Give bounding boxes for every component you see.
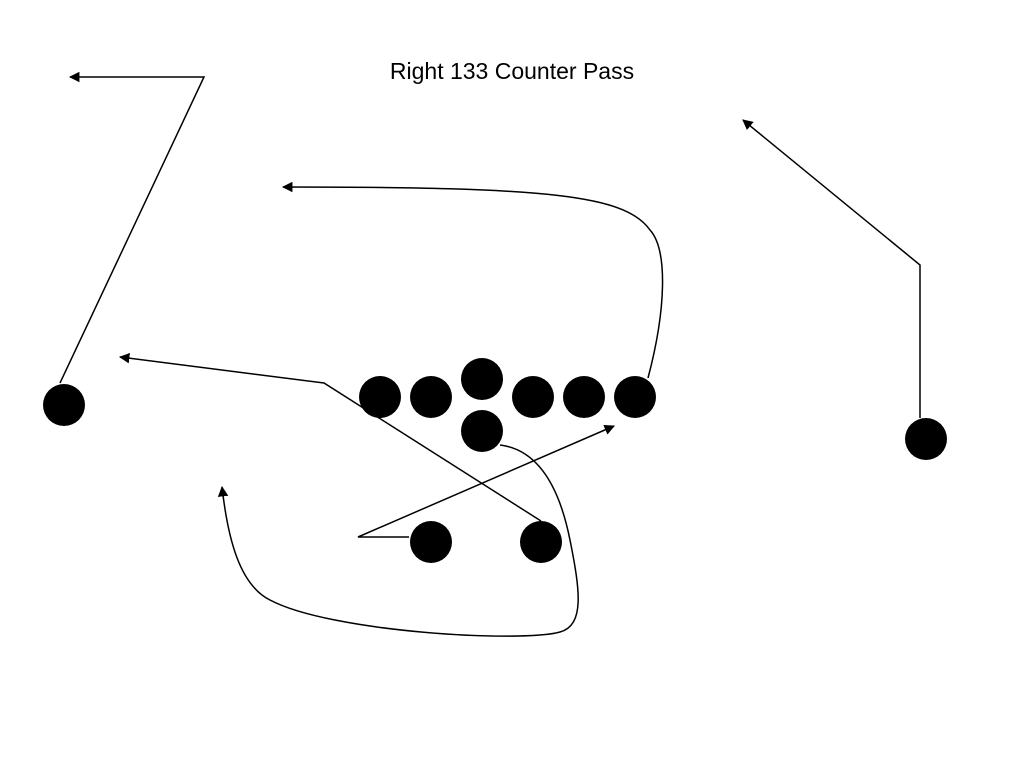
- right-end: [614, 376, 656, 418]
- quarterback: [461, 410, 503, 452]
- play-title: Right 133 Counter Pass: [389, 58, 635, 84]
- right-receiver: [905, 418, 947, 460]
- left-receiver: [43, 384, 85, 426]
- right-end-route: [281, 181, 664, 379]
- right-guard: [512, 376, 554, 418]
- right-back: [520, 521, 562, 563]
- left-tackle: [359, 376, 401, 418]
- right-receiver-route: [742, 119, 921, 418]
- right-tackle: [563, 376, 605, 418]
- left-back-route: [357, 424, 615, 538]
- left-receiver-route: [59, 71, 206, 384]
- right-back-route: [118, 352, 542, 522]
- center: [461, 358, 503, 400]
- left-back: [410, 521, 452, 563]
- quarterback-route: [217, 444, 579, 637]
- left-guard: [410, 376, 452, 418]
